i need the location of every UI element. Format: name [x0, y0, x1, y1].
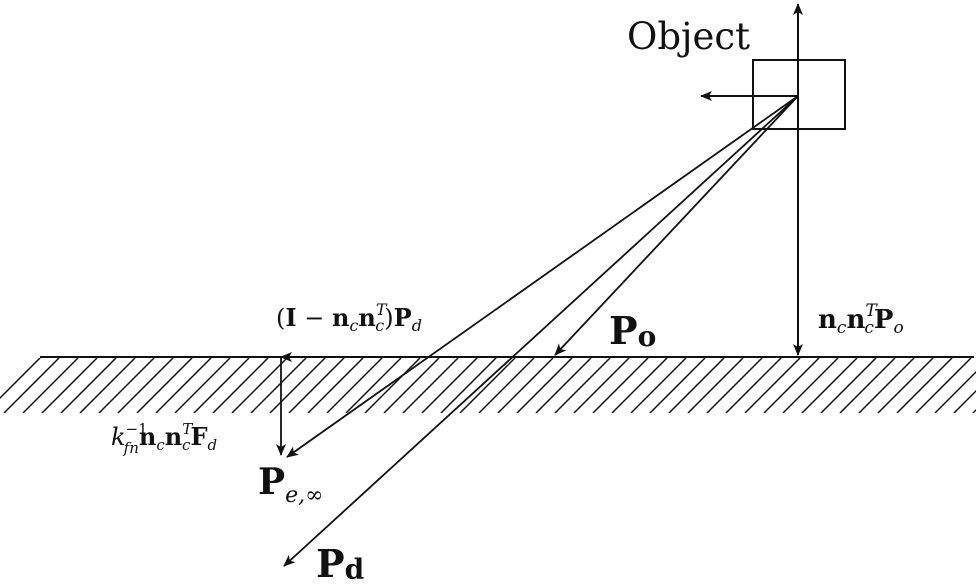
hatch-line: [231, 358, 288, 413]
hatch-line: [193, 358, 250, 413]
hatch-line: [934, 370, 976, 413]
label-p-e-inf: Pe,∞: [258, 461, 323, 508]
hatch-line: [421, 358, 478, 413]
hatch-line: [364, 358, 421, 413]
hatch-line: [801, 358, 858, 413]
hatch-line: [744, 358, 801, 413]
hatch-line: [98, 358, 155, 413]
hatch-line: [288, 358, 345, 413]
ground-hatching: [0, 358, 976, 413]
hatch-line: [839, 358, 896, 413]
hatch-line: [706, 358, 763, 413]
hatch-line: [440, 358, 497, 413]
hatch-line: [155, 358, 212, 413]
hatch-line: [687, 358, 744, 413]
vector-p-d: [283, 95, 799, 567]
hatch-line: [649, 358, 706, 413]
hatch-line: [915, 358, 972, 413]
hatch-line: [117, 358, 174, 413]
label-p-d: Pd: [316, 541, 364, 584]
hatch-line: [3, 358, 60, 413]
hatch-line: [554, 358, 611, 413]
hatch-line: [345, 358, 402, 413]
label-p-o: Po: [609, 308, 656, 353]
vector-p-o: [554, 95, 799, 356]
object-label: Object: [627, 15, 750, 58]
hatch-line: [896, 358, 953, 413]
hatch-line: [858, 358, 915, 413]
hatch-line: [269, 358, 326, 413]
hatch-line: [725, 358, 782, 413]
hatch-line: [459, 358, 516, 413]
hatch-line: [41, 358, 98, 413]
hatch-line: [174, 358, 231, 413]
hatch-line: [250, 358, 307, 413]
hatch-line: [592, 358, 649, 413]
hatch-line: [820, 358, 877, 413]
hatch-line: [763, 358, 820, 413]
hatch-line: [668, 358, 725, 413]
hatch-line: [877, 358, 934, 413]
hatch-line: [953, 389, 976, 413]
hatch-line: [516, 358, 573, 413]
hatch-line: [611, 358, 668, 413]
hatch-line: [22, 358, 79, 413]
hatch-line: [782, 358, 839, 413]
hatch-line: [383, 358, 440, 413]
hatch-line: [136, 358, 193, 413]
hatch-line: [630, 358, 687, 413]
hatch-line: [573, 358, 630, 413]
hatch-line: [535, 358, 592, 413]
hatch-line: [212, 358, 269, 413]
hatch-line: [0, 358, 41, 400]
hatch-line: [478, 358, 535, 413]
hatch-line: [307, 358, 364, 413]
hatch-line: [497, 358, 554, 413]
hatch-line: [60, 358, 117, 413]
hatch-line: [79, 358, 136, 413]
hatch-line: [326, 358, 383, 413]
hatch-line: [402, 358, 459, 413]
vector-p-e-inf: [286, 95, 799, 458]
